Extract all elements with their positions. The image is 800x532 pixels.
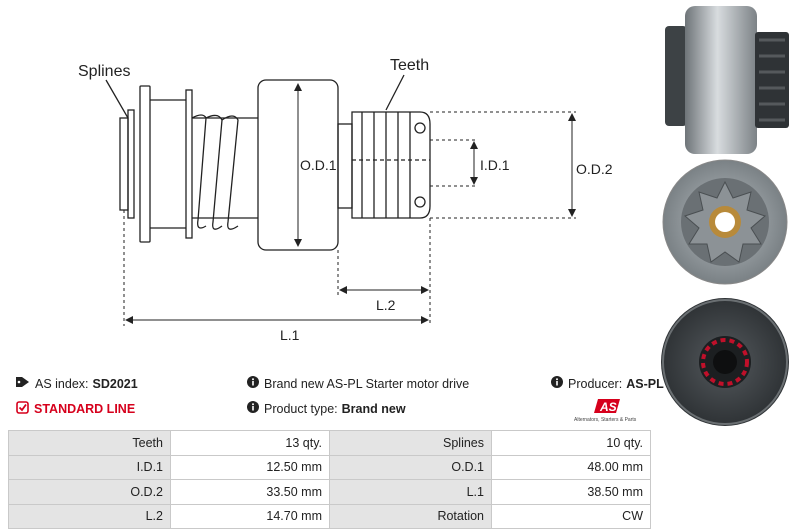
teeth-callout: Teeth (390, 57, 429, 74)
spec-label: O.D.1 (329, 454, 492, 480)
spec-label: I.D.1 (8, 454, 171, 480)
id1-label: I.D.1 (480, 157, 510, 173)
product-photos (661, 6, 789, 426)
od1-label: O.D.1 (300, 157, 337, 173)
spec-label: Splines (329, 430, 492, 456)
producer-value: AS-PL (626, 376, 664, 391)
brand-new-info: Brand new AS-PL Starter motor drive (247, 376, 469, 391)
product-type-value: Brand new (341, 401, 406, 416)
od2-label: O.D.2 (576, 161, 613, 177)
spec-value: 14.70 mm (170, 503, 330, 529)
as-index-label: AS index: (35, 376, 89, 391)
splines-callout: Splines (78, 63, 130, 80)
spec-label: L.2 (8, 503, 171, 529)
spec-value: 33.50 mm (170, 479, 330, 505)
info-icon (551, 376, 563, 391)
spec-value: 48.00 mm (491, 454, 651, 480)
brand-new-text: Brand new AS-PL Starter motor drive (264, 376, 470, 391)
standard-line-label: STANDARD LINE (34, 402, 136, 416)
spec-value: 13 qty. (170, 430, 330, 456)
info-icon (247, 401, 259, 416)
product-type-label: Product type: (264, 401, 338, 416)
check-square-icon (16, 401, 29, 417)
logo-tagline: Alternators, Starters & Parts (574, 417, 637, 423)
spec-value: CW (491, 503, 651, 529)
spec-value: 38.50 mm (491, 479, 651, 505)
pinion-teeth (351, 111, 431, 219)
spec-label: Teeth (8, 430, 171, 456)
spec-label: Rotation (329, 503, 492, 529)
as-index: AS index: SD2021 (16, 376, 138, 391)
spec-value: 10 qty. (491, 430, 651, 456)
standard-line: STANDARD LINE (16, 401, 135, 417)
spec-label: O.D.2 (8, 479, 171, 505)
photo-side-view (665, 6, 789, 154)
as-index-value: SD2021 (92, 376, 138, 391)
spec-label: L.1 (329, 479, 492, 505)
spec-value: 12.50 mm (170, 454, 330, 480)
photo-rear-view (661, 298, 789, 426)
flange (139, 85, 151, 243)
producer-label: Producer: (568, 376, 623, 391)
product-type: Product type: Brand new (247, 401, 406, 416)
l1-label: L.1 (280, 327, 300, 343)
l2-label: L.2 (376, 297, 396, 313)
tag-icon (16, 376, 30, 391)
photo-front-view (662, 159, 788, 285)
logo-text: AS (599, 400, 617, 414)
technical-drawing: Splines Teeth O.D.1 I.D.1 O.D.2 L.2 L.1 (78, 57, 613, 343)
spline-end (119, 117, 129, 211)
info-icon (247, 376, 259, 391)
as-pl-logo: AS Alternators, Starters & Parts (574, 399, 637, 423)
producer: Producer: AS-PL (551, 376, 664, 391)
